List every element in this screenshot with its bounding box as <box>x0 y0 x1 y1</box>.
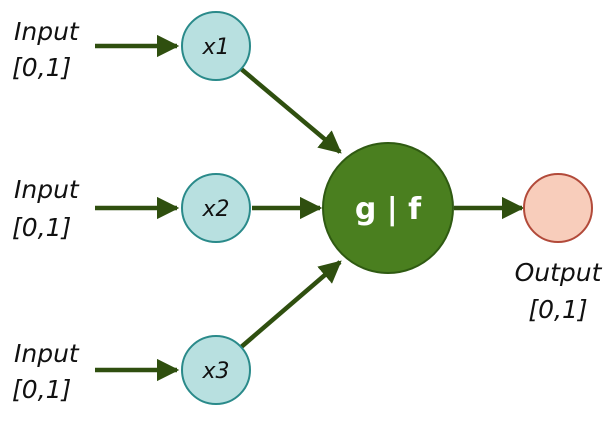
edge-x3-core <box>238 260 342 350</box>
input-label-2: Input [0,1] <box>12 175 80 242</box>
input-label-2-line2: [0,1] <box>12 213 71 242</box>
input-label-1: Input [0,1] <box>12 17 80 82</box>
input-node-x1-label: x1 <box>201 35 229 60</box>
core-node: g | f <box>322 142 454 274</box>
output-label: Output [0,1] <box>515 258 603 324</box>
output-label-line1: Output <box>515 258 603 287</box>
input-node-x2-label: x2 <box>201 197 229 222</box>
output-node-circle <box>523 173 593 243</box>
input-label-2-line1: Input <box>14 175 80 204</box>
input-node-x3-circle <box>181 335 251 405</box>
input-node-x2-circle <box>181 173 251 243</box>
input-label-3: Input [0,1] <box>12 339 80 404</box>
core-node-circle <box>322 142 454 274</box>
core-node-label: g | f <box>355 192 422 227</box>
input-node-x3: x3 <box>181 335 251 405</box>
output-label-line2: [0,1] <box>528 295 587 324</box>
edge-x1-core <box>238 66 342 154</box>
output-node <box>523 173 593 243</box>
input-node-x3-label: x3 <box>201 359 229 384</box>
input-label-1-line1: Input <box>14 17 80 46</box>
input-node-x2: x2 <box>181 173 251 243</box>
input-node-x1: x1 <box>181 11 251 81</box>
input-label-3-line2: [0,1] <box>12 375 71 404</box>
input-label-3-line1: Input <box>14 339 80 368</box>
input-node-x1-circle <box>181 11 251 81</box>
input-label-1-line2: [0,1] <box>12 53 71 82</box>
